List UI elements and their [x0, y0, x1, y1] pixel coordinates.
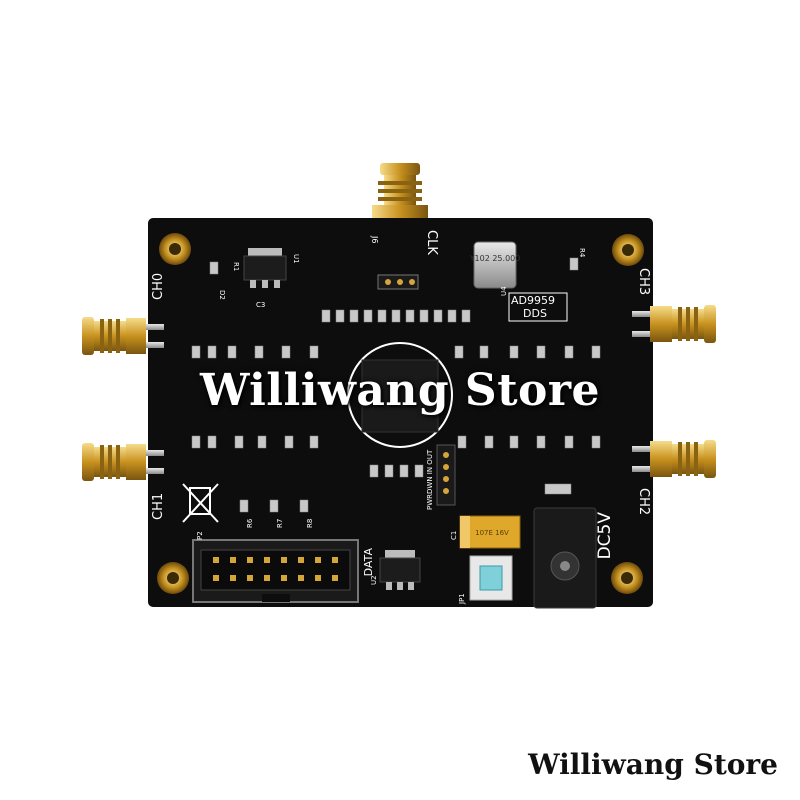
silk-u2: U2 [370, 575, 378, 585]
silk-clk: CLK [424, 230, 439, 255]
silk-ch0: CH0 [151, 273, 166, 300]
silk-ch1: CH1 [151, 493, 166, 520]
crystal-marking: Y102 25.000 [469, 254, 521, 263]
silk-dc5v: DC5V [595, 512, 615, 560]
capacitor-marking: 107E 16V [475, 529, 509, 537]
voltage-regulator-u2 [379, 550, 421, 590]
silk-c3: C3 [256, 301, 265, 309]
silk-u4: U4 [500, 286, 508, 296]
dc-barrel-jack [533, 507, 597, 609]
silk-r8: R8 [306, 519, 314, 528]
sma-connector-clk [372, 163, 428, 223]
mounting-nut [612, 234, 644, 266]
dds-chip [347, 342, 453, 448]
silk-r7: R7 [276, 519, 284, 528]
smd-components [191, 257, 601, 513]
silk-chip-frame [508, 292, 568, 322]
silk-c1: C1 [450, 531, 458, 540]
silk-chip-label: AD9959 [511, 294, 555, 307]
silk-dds: DDS [523, 307, 547, 320]
voltage-regulator-u1 [243, 248, 287, 288]
silk-r6: R6 [246, 518, 254, 528]
silk-data: DATA [362, 548, 375, 577]
mounting-nut [157, 562, 189, 594]
power-switch [469, 555, 513, 601]
silk-r4: R4 [578, 248, 586, 258]
silk-ch3: CH3 [636, 268, 651, 295]
silk-r1: R1 [232, 262, 240, 271]
silk-d2: D2 [218, 290, 226, 300]
silk-j6: J6 [370, 235, 379, 243]
pin-header [377, 274, 456, 506]
silk-jp1: JP1 [458, 593, 466, 605]
mounting-nut [611, 562, 643, 594]
silk-p2: P2 [196, 531, 204, 540]
idc-data-connector [192, 539, 359, 603]
watermark-text: Williwang Store [199, 365, 601, 416]
mounting-nut [159, 233, 191, 265]
silk-u1: U1 [292, 254, 300, 264]
weee-symbol [182, 483, 219, 523]
sma-connector-ch3 [632, 305, 716, 343]
store-label: Williwang Store [528, 748, 778, 781]
silk-pwrdwn: PWRDWN IN OUT [426, 449, 434, 510]
sma-connector-ch1 [82, 443, 164, 481]
sma-connector-ch0 [82, 317, 164, 355]
sma-connector-ch2 [632, 440, 716, 478]
silk-ch2: CH2 [636, 488, 651, 515]
tantalum-capacitor: 107E 16V [459, 515, 521, 549]
crystal-oscillator: Y102 25.000 [469, 241, 521, 289]
